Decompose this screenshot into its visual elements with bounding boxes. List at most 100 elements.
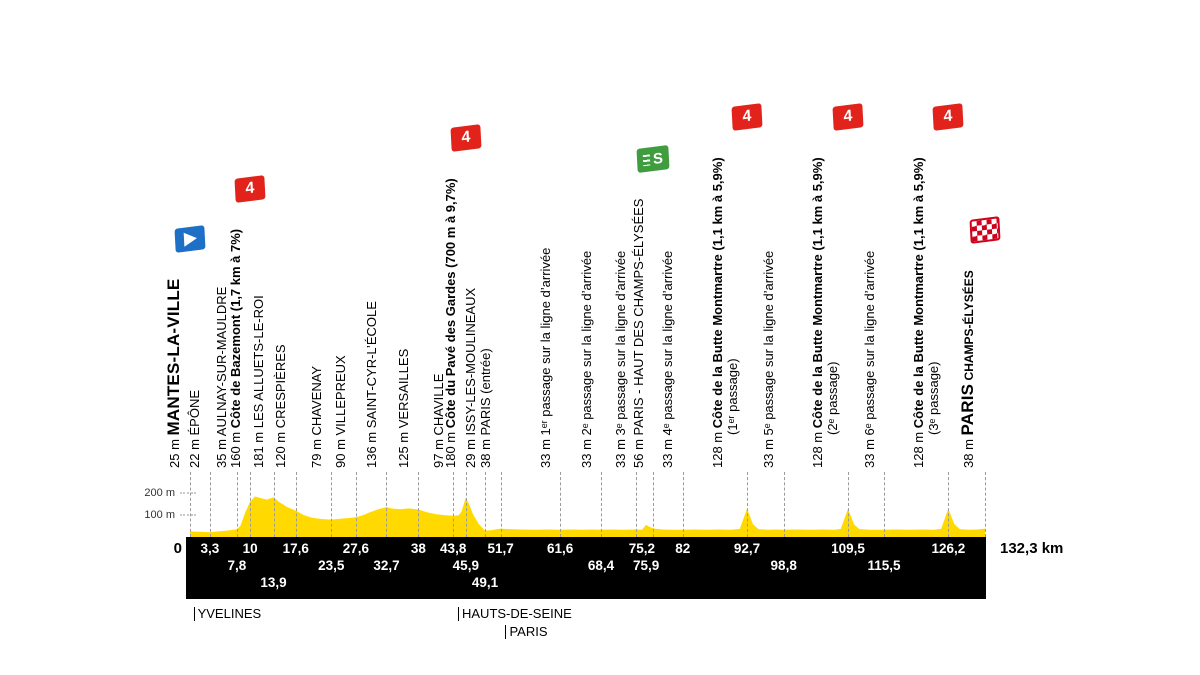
distance-km-label: 3,3 (200, 541, 220, 556)
waypoint-elevation: 33 m (613, 435, 629, 468)
distance-km-label: 32,7 (373, 558, 400, 573)
waypoint-name: 2ᵉ passage sur la ligne d’arrivée (578, 250, 594, 436)
waypoint-name: 5ᵉ passage sur la ligne d’arrivée (761, 250, 777, 436)
finish-flag-icon (969, 216, 1001, 244)
distance-km-label: 61,6 (547, 541, 574, 556)
waypoint-elevation: 25 m (167, 435, 182, 468)
distance-km-label: 45,9 (452, 558, 479, 573)
waypoint-label: 22 m ÉPÔNE (187, 390, 202, 468)
waypoint-label: 136 m SAINT-CYR-L’ÉCOLE (364, 301, 379, 468)
waypoint-elevation: 33 m (761, 435, 777, 468)
sprint-stripes (642, 153, 651, 166)
waypoint-elevation: 90 m (333, 435, 349, 468)
distance-km-label: 82 (675, 541, 691, 556)
waypoint-elevation: 128 m (910, 428, 926, 468)
waypoint-name: VERSAILLES (395, 348, 411, 429)
distance-total-label: 132,3 km (1000, 540, 1064, 557)
waypoint-dashed-line (331, 472, 333, 537)
waypoint-label: 33 m 6ᵉ passage sur la ligne d’arrivée (862, 251, 877, 468)
waypoint-dashed-line (653, 472, 655, 537)
waypoint-name: 3ᵉ passage sur la ligne d’arrivée (613, 250, 629, 436)
waypoint-name: Côte de Bazemont (1,7 km à 7%) (227, 228, 243, 429)
waypoint-sublabel: (3ᵉ passage) (925, 361, 941, 435)
category-4-climb-icon: 4 (932, 103, 964, 131)
start-flag-icon (174, 225, 206, 253)
waypoint-name: SAINT-CYR-L’ÉCOLE (363, 301, 379, 429)
waypoint-name: MANTES-LA-VILLE (164, 278, 183, 436)
waypoint-name: Côte de la Butte Montmartre (1,1 km à 5,… (910, 157, 926, 429)
waypoint-name: PARIS (957, 383, 977, 436)
waypoint-dashed-line (485, 472, 487, 537)
waypoint-elevation: 128 m (709, 428, 725, 468)
waypoint-sublabel: (2ᵉ passage) (825, 361, 841, 435)
waypoint-elevation: 180 m (443, 428, 459, 468)
distance-km-label: 13,9 (260, 575, 287, 590)
category-4-climb-icon: 4 (731, 103, 763, 131)
waypoint-name: VILLEPREUX (333, 355, 349, 436)
distance-km-label: 68,4 (587, 558, 615, 573)
waypoint-label: 79 m CHAVENAY (309, 366, 324, 468)
distance-km-label: 17,6 (282, 541, 309, 556)
waypoint-label: 29 m ISSY-LES-MOULINEAUX (463, 288, 478, 468)
y-axis-label: 200 m (144, 487, 175, 499)
distance-bar (186, 537, 986, 599)
waypoint-dashed-line (747, 472, 749, 537)
waypoint-name: 1ᵉʳ passage sur la ligne d’arrivée (537, 247, 553, 436)
waypoint-label: 33 m 3ᵉ passage sur la ligne d’arrivée (613, 251, 628, 468)
waypoint-elevation: 33 m (578, 435, 594, 468)
waypoint-dashed-line (847, 472, 849, 537)
waypoint-dashed-line (635, 472, 637, 537)
waypoint-elevation: 22 m (187, 435, 203, 468)
waypoint-dashed-line (500, 472, 502, 537)
waypoint-dashed-line (295, 472, 297, 537)
distance-km-label: 75,9 (632, 558, 660, 573)
waypoint-dashed-line (601, 472, 603, 537)
waypoint-label: 128 m Côte de la Butte Montmartre (1,1 k… (710, 157, 740, 468)
waypoint-elevation: 181 m (251, 428, 267, 468)
distance-km-label: 49,1 (471, 575, 499, 590)
waypoint-label: 33 m 1ᵉʳ passage sur la ligne d’arrivée (538, 248, 553, 468)
waypoint-elevation: 33 m (861, 435, 877, 468)
department-label: YVELINES (193, 607, 261, 621)
waypoint-label: 33 m 2ᵉ passage sur la ligne d’arrivée (579, 251, 594, 468)
waypoint-name: ÉPÔNE (187, 389, 203, 436)
waypoint-dashed-line (985, 472, 986, 537)
sprint-letter: S (652, 149, 664, 168)
waypoint-label: 181 m LES ALLUETS-LE-ROI (251, 295, 266, 468)
distance-start-label: 0 (173, 540, 182, 557)
waypoint-elevation: 128 m (810, 428, 826, 468)
waypoint-dashed-line (884, 472, 886, 537)
distance-km-label: 7,8 (227, 558, 247, 573)
distance-km-label: 98,8 (770, 558, 797, 573)
sprint-icon: S (636, 145, 670, 173)
waypoint-label: 56 m PARIS - HAUT DES CHAMPS-ÉLYSÉES (631, 199, 646, 468)
distance-km-label: 10 (242, 541, 258, 556)
waypoint-elevation: 160 m (227, 428, 243, 468)
waypoint-dashed-line (560, 472, 562, 537)
distance-km-label: 27,6 (342, 541, 369, 556)
waypoint-dashed-line (783, 472, 785, 537)
waypoint-elevation: 136 m (363, 428, 379, 468)
waypoint-label: 25 m MANTES-LA-VILLE (164, 278, 183, 468)
elevation-polygon (190, 496, 985, 537)
waypoint-dashed-line (682, 472, 684, 537)
waypoint-name: CHAVENAY (308, 365, 324, 436)
waypoint-name: Côte du Pavé des Gardes (700 m à 9,7%) (443, 178, 459, 429)
waypoint-elevation: 38 m (960, 435, 976, 468)
waypoint-dashed-line (355, 472, 357, 537)
waypoint-dashed-line (453, 472, 455, 537)
distance-km-label: 51,7 (487, 541, 514, 556)
waypoint-label: 120 m CRESPIÈRES (273, 344, 288, 468)
waypoint-label: 128 m Côte de la Butte Montmartre (1,1 k… (911, 157, 941, 468)
distance-km-label: 109,5 (831, 541, 865, 556)
category-4-climb-icon: 4 (450, 124, 482, 152)
waypoint-name: 6ᵉ passage sur la ligne d’arrivée (861, 250, 877, 436)
waypoint-dashed-line (190, 472, 191, 537)
waypoint-name: LES ALLUETS-LE-ROI (251, 295, 267, 429)
distance-km-label: 92,7 (733, 541, 761, 556)
y-gridline (180, 514, 196, 516)
waypoint-dashed-line (209, 472, 211, 537)
waypoint-elevation: 79 m (308, 435, 324, 468)
